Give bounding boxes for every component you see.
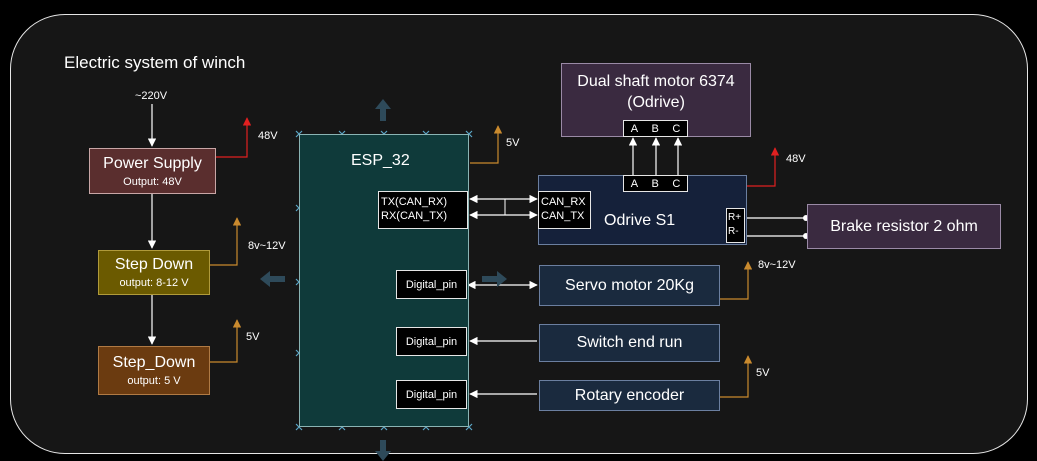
odrive-48v-arrow (747, 147, 780, 187)
odrive-phase-pin-box: A B C (623, 175, 688, 192)
esp-digital-pin-3: Digital_pin (396, 380, 467, 409)
fade-arrow-up (375, 99, 391, 121)
encoder-box: Rotary encoder (539, 380, 720, 411)
v5-left-label: 5V (246, 331, 260, 343)
step-down-1-sub: output: 8-12 V (119, 277, 189, 289)
esp-tx-label: TX(CAN_RX) (381, 196, 448, 208)
servo-box: Servo motor 20Kg (539, 265, 720, 306)
digital-pin-1-label: Digital_pin (405, 278, 458, 291)
sd2-5v-arrow (210, 319, 242, 363)
brake-resistor-label: Brake resistor 2 ohm (830, 217, 978, 235)
v812-servo-label: 8v~12V (758, 259, 796, 271)
odrive-r-plus-label: R+ (728, 212, 742, 223)
diagram-title: Electric system of winch (64, 53, 246, 72)
v812-label: 8v~12V (248, 240, 286, 252)
step-down-2-sub: output: 5 V (127, 375, 181, 387)
encoder-5v-arrow (720, 355, 753, 398)
step-down-1-name: Step Down (114, 256, 194, 273)
switch-box: Switch end run (539, 324, 720, 362)
odrive-name: Odrive S1 (604, 212, 676, 229)
odrive-r-minus-label: R- (728, 226, 739, 237)
step-down-1-box: Step Down output: 8-12 V (98, 250, 210, 295)
motor-name: Dual shaft motor 6374 (577, 73, 735, 90)
esp-rx-label: RX(CAN_TX) (381, 210, 448, 222)
odrive-phase-b: B (651, 177, 659, 190)
power-supply-box: Power Supply Output: 48V (89, 148, 216, 194)
switch-label: Switch end run (576, 334, 683, 351)
digital-pin-3-label: Digital_pin (405, 388, 458, 401)
motor-sub: (Odrive) (627, 94, 685, 111)
brake-resistor-box: Brake resistor 2 ohm (807, 204, 1001, 249)
odrive-brake-pin-box: R+ R- (726, 208, 745, 243)
ps-48v-arrow (216, 117, 252, 158)
esp32-name: ESP_32 (351, 152, 410, 169)
v48-label: 48V (258, 130, 278, 142)
esp-digital-pin-1: Digital_pin (396, 270, 467, 299)
fade-arrow-right (482, 271, 507, 287)
servo-label: Servo motor 20Kg (565, 276, 694, 294)
v48-odrive-label: 48V (786, 153, 806, 165)
step-down-2-name: Step_Down (112, 354, 196, 371)
v5-encoder-label: 5V (756, 367, 770, 379)
esp-can-pin-box: TX(CAN_RX) RX(CAN_TX) (378, 191, 468, 229)
power-supply-sub: Output: 48V (123, 175, 182, 188)
fade-arrow-down (375, 440, 391, 461)
odrive-phase-a: A (630, 177, 639, 190)
encoder-label: Rotary encoder (574, 386, 685, 404)
odrive-can-rx-label: CAN_RX (541, 196, 586, 208)
motor-phase-a: A (630, 122, 639, 135)
step-down-2-box: Step_Down output: 5 V (98, 346, 210, 395)
motor-phase-pin-box: A B C (623, 120, 688, 137)
odrive-phase-c: C (672, 177, 681, 190)
odrive-can-pin-box: CAN_RX CAN_TX (538, 191, 591, 229)
odrive-can-tx-label: CAN_TX (541, 210, 585, 222)
fade-arrow-left (260, 271, 285, 287)
digital-pin-2-label: Digital_pin (405, 335, 458, 348)
esp-5v-arrow (470, 125, 503, 164)
ac-input-label: ~220V (135, 90, 168, 102)
power-supply-name: Power Supply (103, 154, 202, 172)
servo-812v-arrow (720, 261, 753, 300)
sd1-812v-arrow (210, 217, 242, 266)
v5-esp-label: 5V (506, 137, 520, 149)
motor-phase-c: C (672, 122, 681, 135)
motor-phase-b: B (651, 122, 659, 135)
esp-digital-pin-2: Digital_pin (396, 327, 467, 356)
